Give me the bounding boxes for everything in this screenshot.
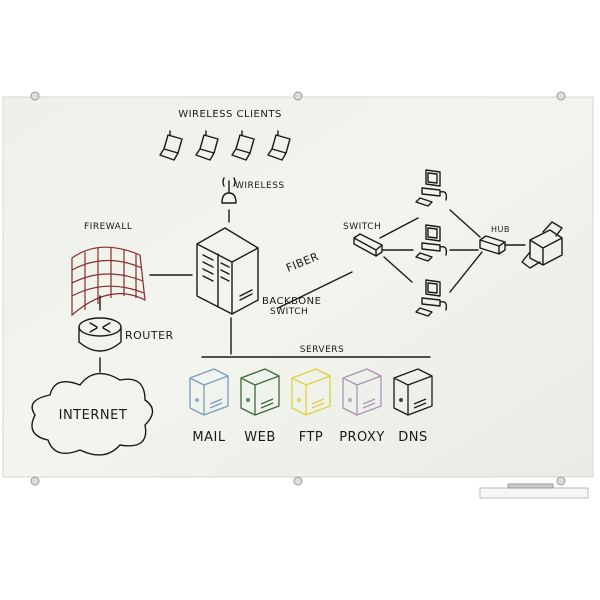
label-wireless-clients: WIRELESS CLIENTS [178, 109, 282, 120]
laptop-icon [195, 130, 219, 161]
server-label: DNS [398, 430, 428, 445]
marker-tray [479, 483, 589, 499]
label-backbone-switch: SWITCH [270, 307, 308, 317]
wireless-antenna-icon [221, 177, 237, 223]
pc-icon [415, 279, 448, 317]
label-router: ROUTER [125, 329, 174, 342]
pc-icons [415, 169, 448, 317]
server-label: PROXY [339, 430, 385, 445]
switch-icon [353, 233, 383, 257]
label-switch: SWITCH [343, 222, 381, 232]
mounting-screws [30, 91, 566, 486]
label-internet: INTERNET [59, 408, 128, 423]
server-mail-icon [189, 368, 229, 416]
pc-icon [415, 224, 448, 262]
laptop-icon [231, 130, 255, 161]
label-firewall: FIREWALL [84, 222, 132, 232]
router-icon [78, 317, 122, 352]
hub-icon [479, 235, 506, 255]
server-ftp-icon [291, 368, 331, 416]
laptop-icon [159, 130, 183, 161]
label-servers: SERVERS [300, 345, 344, 355]
link-fiber [277, 271, 353, 309]
label-hub: HUB [491, 225, 510, 234]
laptop-icons [159, 130, 291, 161]
server-label: WEB [244, 430, 276, 445]
laptop-icon [267, 130, 291, 161]
lan-links [379, 209, 526, 293]
printer-icon [521, 221, 563, 269]
server-label: MAIL [192, 430, 225, 445]
server-dns-icon [393, 368, 433, 416]
internet-cloud-icon [31, 372, 154, 456]
server-group: MAIL WEB FTP PROXY DNS [189, 368, 433, 445]
pc-icon [415, 169, 448, 207]
server-proxy-icon [342, 368, 382, 416]
firewall-icon [71, 246, 146, 317]
label-wireless: WIRELESS [235, 181, 285, 191]
server-label: FTP [299, 430, 324, 445]
backbone-switch-icon [196, 227, 259, 315]
server-web-icon [240, 368, 280, 416]
